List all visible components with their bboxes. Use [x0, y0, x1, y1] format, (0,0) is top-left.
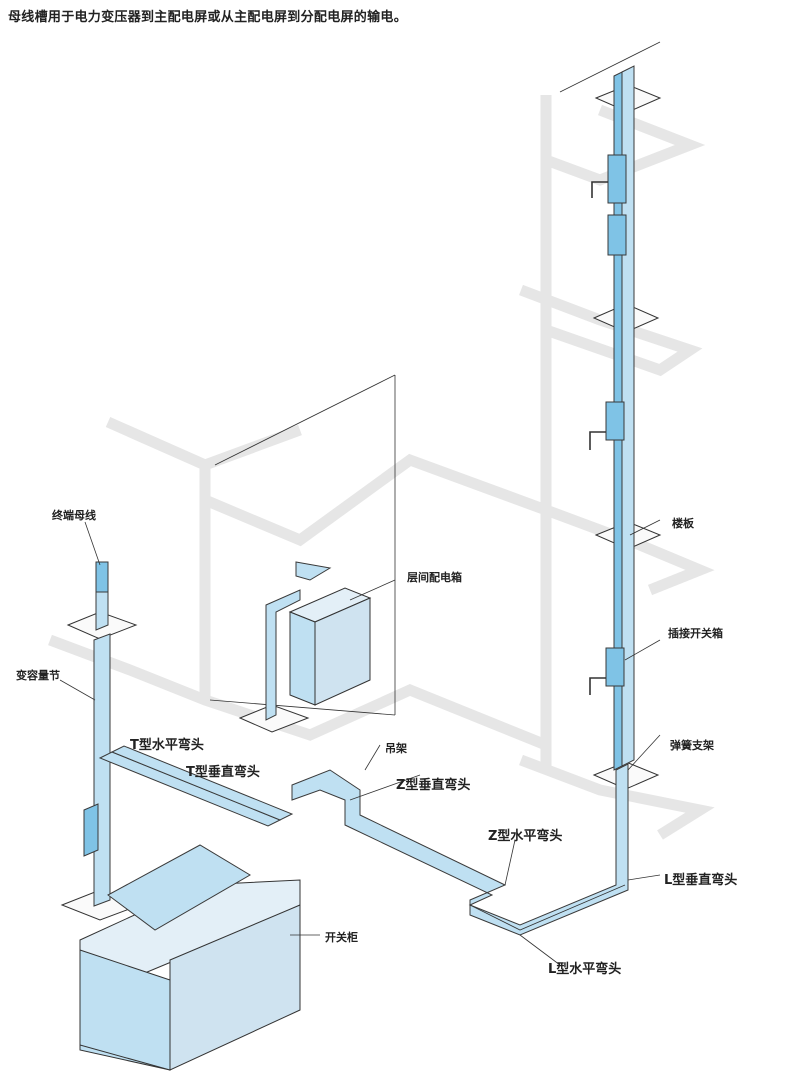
vertical-riser: [589, 65, 635, 771]
plug-in-box-2: [607, 214, 627, 256]
plug-in-box-4: [605, 647, 625, 687]
label-t-vertical-elbow: T型垂直弯头: [186, 765, 260, 780]
label-t-horizontal-elbow: T型水平弯头: [130, 738, 204, 753]
label-reducer-section: 变容量节: [16, 669, 60, 682]
label-floor-slab: 楼板: [672, 517, 694, 530]
horizontal-run: [291, 763, 629, 936]
label-l-horizontal-elbow: L型水平弯头: [548, 962, 622, 977]
floor-distribution-box-drawing: [265, 561, 372, 721]
label-z-horizontal-elbow: Z型水平弯头: [488, 829, 563, 844]
label-hanger: 吊架: [385, 742, 407, 755]
label-z-vertical-elbow: Z型垂直弯头: [396, 778, 471, 793]
t-horizontal-run: [98, 745, 294, 827]
floor-pads: [60, 84, 662, 921]
label-terminal-busbar: 终端母线: [52, 509, 96, 522]
label-l-vertical-elbow: L型垂直弯头: [664, 873, 738, 888]
plug-in-box-3: [605, 401, 625, 441]
plug-in-box-1: [607, 154, 627, 204]
building-structure: [48, 95, 715, 840]
room-outline: [209, 41, 661, 716]
left-riser: [83, 561, 111, 907]
caption: 母线槽用于电力变压器到主配电屏或从主配电屏到分配电屏的输电。: [8, 10, 408, 25]
label-plug-in-switch-box: 插接开关箱: [668, 627, 723, 640]
label-spring-support: 弹簧支架: [670, 739, 714, 752]
leader-lines: [59, 519, 661, 966]
label-floor-distribution-box: 层间配电箱: [407, 571, 462, 584]
switchgear-drawing: [79, 844, 301, 1071]
label-switchgear: 开关柜: [325, 931, 358, 944]
